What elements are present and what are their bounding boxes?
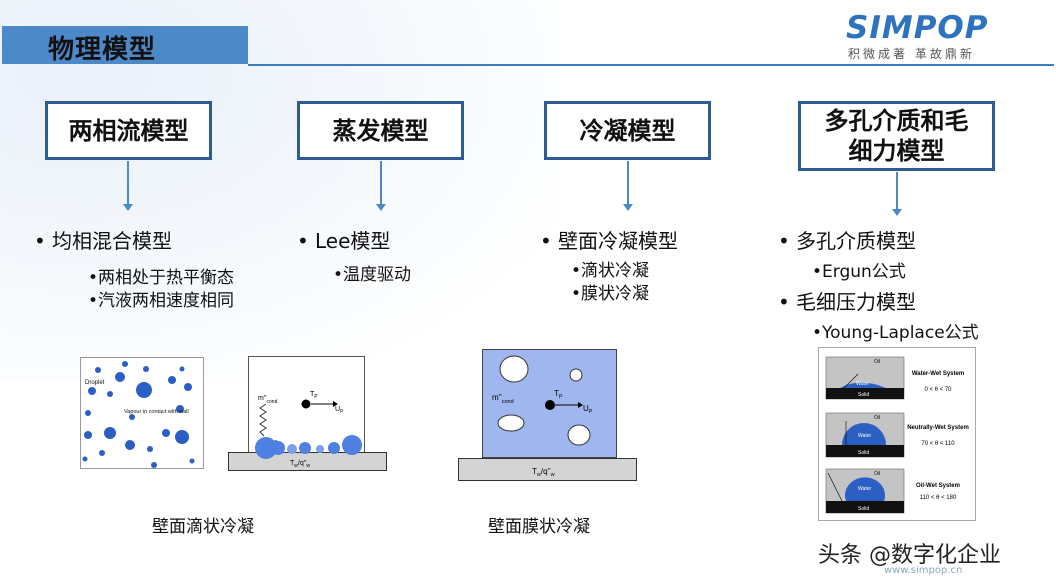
droplet-vapour-figure: Droplet Vapour in contact with wall bbox=[80, 357, 204, 469]
list-subitem: •膜状冷凝 bbox=[571, 284, 650, 304]
wall-label: Tw/q''w bbox=[532, 467, 555, 478]
wet-system-range: 110 < θ < 180 bbox=[920, 495, 957, 501]
list-subitem: •Ergun公式 bbox=[812, 262, 906, 282]
list-subitem: •汽液两相速度相同 bbox=[88, 291, 235, 311]
dropwise-figure: m''cond TP UP Tw/q''w bbox=[228, 356, 387, 471]
list-item: •多孔介质模型 bbox=[778, 229, 916, 253]
list-item: •均相混合模型 bbox=[34, 229, 172, 253]
wettability-figure: Oil Water Solid Water-Wet System 0 < θ <… bbox=[818, 347, 976, 521]
arrow-down bbox=[623, 161, 633, 211]
solid-label: Solid bbox=[858, 506, 869, 512]
water-label: Water bbox=[858, 433, 871, 439]
list-item: •Lee模型 bbox=[297, 229, 391, 253]
list-subitem: •温度驱动 bbox=[333, 265, 412, 285]
oil-label: Oil bbox=[874, 359, 880, 365]
oil-label: Oil bbox=[874, 471, 880, 477]
solid-label: Solid bbox=[858, 392, 869, 398]
list-subitem: •滴状冷凝 bbox=[571, 261, 650, 281]
logo-wordmark: SIMPOP bbox=[846, 10, 989, 46]
solid-label: Solid bbox=[858, 450, 869, 456]
model-box-two-phase: 两相流模型 bbox=[45, 101, 212, 160]
mass-flux-label: m''cond bbox=[258, 395, 278, 405]
wet-system-name: Water-Wet System bbox=[912, 371, 964, 377]
particle-temp-label: TP bbox=[310, 391, 318, 400]
arrow-down bbox=[123, 161, 133, 211]
vapour-label: Vapour in contact with wall bbox=[124, 409, 189, 415]
list-subitem: •两相处于热平衡态 bbox=[88, 268, 235, 288]
arrow-down bbox=[892, 172, 902, 216]
caption-filmwise: 壁面膜状冷凝 bbox=[488, 517, 590, 537]
particle-velocity-label: UP bbox=[335, 406, 344, 415]
watermark-text: 头条 @数字化企业 bbox=[818, 543, 1001, 568]
page-title: 物理模型 bbox=[48, 35, 157, 65]
watermark-url: www.simpop.cn bbox=[884, 565, 963, 576]
particle-temp-label: TP bbox=[554, 389, 563, 400]
water-label: Water bbox=[858, 486, 871, 492]
caption-dropwise: 壁面滴状冷凝 bbox=[152, 517, 254, 537]
list-item: •壁面冷凝模型 bbox=[540, 229, 678, 253]
water-label: Water bbox=[856, 381, 869, 387]
mass-flux-label: m''cond bbox=[492, 393, 514, 405]
list-item: •毛细压力模型 bbox=[778, 290, 916, 314]
model-box-porous-capillary: 多孔介质和毛细力模型 bbox=[798, 101, 995, 171]
wall-label: Tw/q''w bbox=[290, 460, 310, 469]
model-box-evaporation: 蒸发模型 bbox=[297, 101, 464, 160]
model-box-condensation: 冷凝模型 bbox=[544, 101, 711, 160]
logo-slogan: 积微成著 革故鼎新 bbox=[848, 47, 975, 61]
title-bar bbox=[2, 26, 248, 64]
wet-system-name: Neutrally-Wet System bbox=[907, 425, 969, 431]
wet-system-name: Oil-Wet System bbox=[916, 483, 960, 489]
logo: SIMPOP 积微成著 革故鼎新 bbox=[846, 10, 996, 62]
arrow-down bbox=[376, 161, 386, 211]
title-underline bbox=[248, 64, 1054, 66]
particle-velocity-label: UP bbox=[583, 404, 593, 415]
wet-system-range: 0 < θ < 70 bbox=[924, 387, 952, 393]
oil-label: Oil bbox=[874, 415, 880, 421]
droplet-label: Droplet bbox=[85, 380, 105, 386]
wet-system-range: 70 < θ < 110 bbox=[921, 441, 955, 447]
list-subitem: •Young-Laplace公式 bbox=[812, 323, 979, 343]
filmwise-figure: m''cond TP UP Tw/q''w bbox=[458, 349, 637, 481]
